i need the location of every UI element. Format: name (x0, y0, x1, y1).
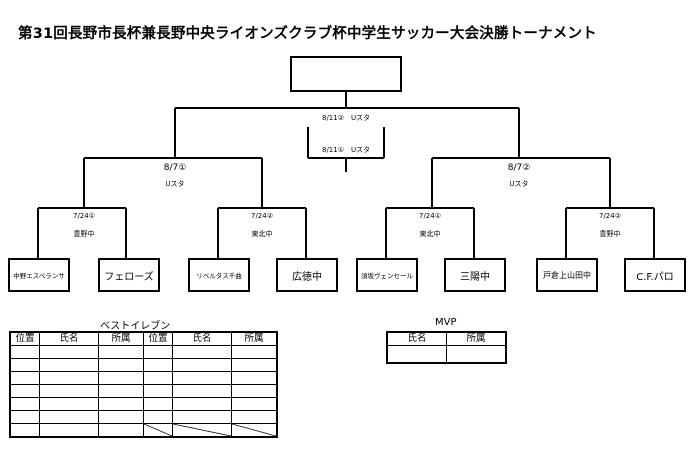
cell[interactable] (143, 410, 173, 424)
cell[interactable] (39, 423, 99, 438)
best-eleven-caption: ベストイレブン (100, 321, 171, 332)
cell[interactable] (172, 384, 232, 398)
team-box: フェローズ (98, 258, 160, 292)
cell[interactable] (98, 410, 144, 424)
column-header: 所属 (98, 331, 144, 346)
cell[interactable] (39, 371, 99, 385)
cell[interactable] (231, 384, 278, 398)
table-row (9, 371, 278, 385)
column-header: 氏名 (386, 331, 447, 346)
cell[interactable] (143, 384, 173, 398)
team-box: 戸倉上山田中 (536, 258, 598, 292)
cell[interactable] (231, 358, 278, 372)
cell[interactable] (172, 358, 232, 372)
table-header-row: 氏名 所属 (386, 331, 507, 346)
cell[interactable] (98, 397, 144, 411)
column-header: 所属 (231, 331, 278, 346)
cell[interactable] (39, 397, 99, 411)
quarter-4-venue: 豊野中 (599, 230, 621, 238)
page-title: 第31回長野市長杯兼長野中央ライオンズクラブ杯中学生サッカー大会決勝トーナメント (18, 26, 597, 42)
cell[interactable] (172, 410, 232, 424)
cell[interactable] (39, 410, 99, 424)
bracket-lines (37, 92, 655, 260)
cell[interactable] (39, 345, 99, 359)
quarter-1-venue: 豊野中 (73, 230, 95, 238)
cell[interactable] (9, 397, 40, 411)
table-row (9, 397, 278, 411)
cell[interactable] (9, 384, 40, 398)
quarter-4-date: 7/24② (599, 212, 621, 220)
cell[interactable] (386, 345, 447, 364)
struck-cell (172, 423, 232, 438)
quarter-2-venue: 東北中 (251, 230, 273, 238)
column-header: 位置 (9, 331, 40, 346)
cell[interactable] (98, 423, 144, 438)
quarter-3-date: 7/24① (419, 212, 441, 220)
cell[interactable] (231, 371, 278, 385)
cell[interactable] (9, 423, 40, 438)
cell[interactable] (143, 397, 173, 411)
struck-cell (231, 423, 278, 438)
cell[interactable] (172, 371, 232, 385)
cell[interactable] (9, 371, 40, 385)
semi-2-date: 8/7② (507, 163, 531, 173)
cell[interactable] (143, 371, 173, 385)
cell[interactable] (143, 358, 173, 372)
cell[interactable] (231, 410, 278, 424)
cell[interactable] (98, 371, 144, 385)
team-box: 中野エスペランサ (8, 258, 70, 292)
cell[interactable] (98, 384, 144, 398)
cell[interactable] (98, 345, 144, 359)
table-header-row: 位置 氏名 所属 位置 氏名 所属 (9, 331, 278, 346)
table-row (9, 423, 278, 438)
team-box: リベルタス千曲 (188, 258, 250, 292)
table-row (9, 358, 278, 372)
mvp-caption: MVP (435, 317, 457, 328)
column-header: 氏名 (172, 331, 232, 346)
third-place-date: 8/11① Uスタ (322, 146, 371, 154)
cell[interactable] (9, 410, 40, 424)
cell[interactable] (172, 345, 232, 359)
column-header: 所属 (446, 331, 507, 346)
cell[interactable] (9, 358, 40, 372)
team-box: 須坂ヴェンセール (356, 258, 418, 292)
cell[interactable] (231, 345, 278, 359)
quarter-1-date: 7/24① (73, 212, 95, 220)
cell[interactable] (9, 345, 40, 359)
team-box: C.F.パロ (624, 258, 686, 292)
cell[interactable] (231, 397, 278, 411)
champion-box (290, 56, 402, 92)
final-date: 8/11② Uスタ (322, 114, 371, 122)
semi-2-venue: Uスタ (509, 180, 529, 188)
table-row (9, 384, 278, 398)
struck-cell (143, 423, 173, 438)
column-header: 氏名 (39, 331, 99, 346)
cell[interactable] (446, 345, 507, 364)
team-box: 三陽中 (444, 258, 506, 292)
cell[interactable] (172, 397, 232, 411)
team-box: 広徳中 (276, 258, 338, 292)
column-header: 位置 (143, 331, 173, 346)
quarter-3-venue: 東北中 (419, 230, 441, 238)
best-eleven-table: 位置 氏名 所属 位置 氏名 所属 (9, 331, 278, 438)
table-row (386, 345, 507, 364)
semi-1-date: 8/7① (163, 163, 187, 173)
quarter-2-date: 7/24② (251, 212, 273, 220)
cell[interactable] (39, 384, 99, 398)
semi-1-venue: Uスタ (165, 180, 185, 188)
cell[interactable] (39, 358, 99, 372)
mvp-table: 氏名 所属 (386, 331, 507, 364)
table-row (9, 345, 278, 359)
cell[interactable] (143, 345, 173, 359)
cell[interactable] (98, 358, 144, 372)
table-row (9, 410, 278, 424)
